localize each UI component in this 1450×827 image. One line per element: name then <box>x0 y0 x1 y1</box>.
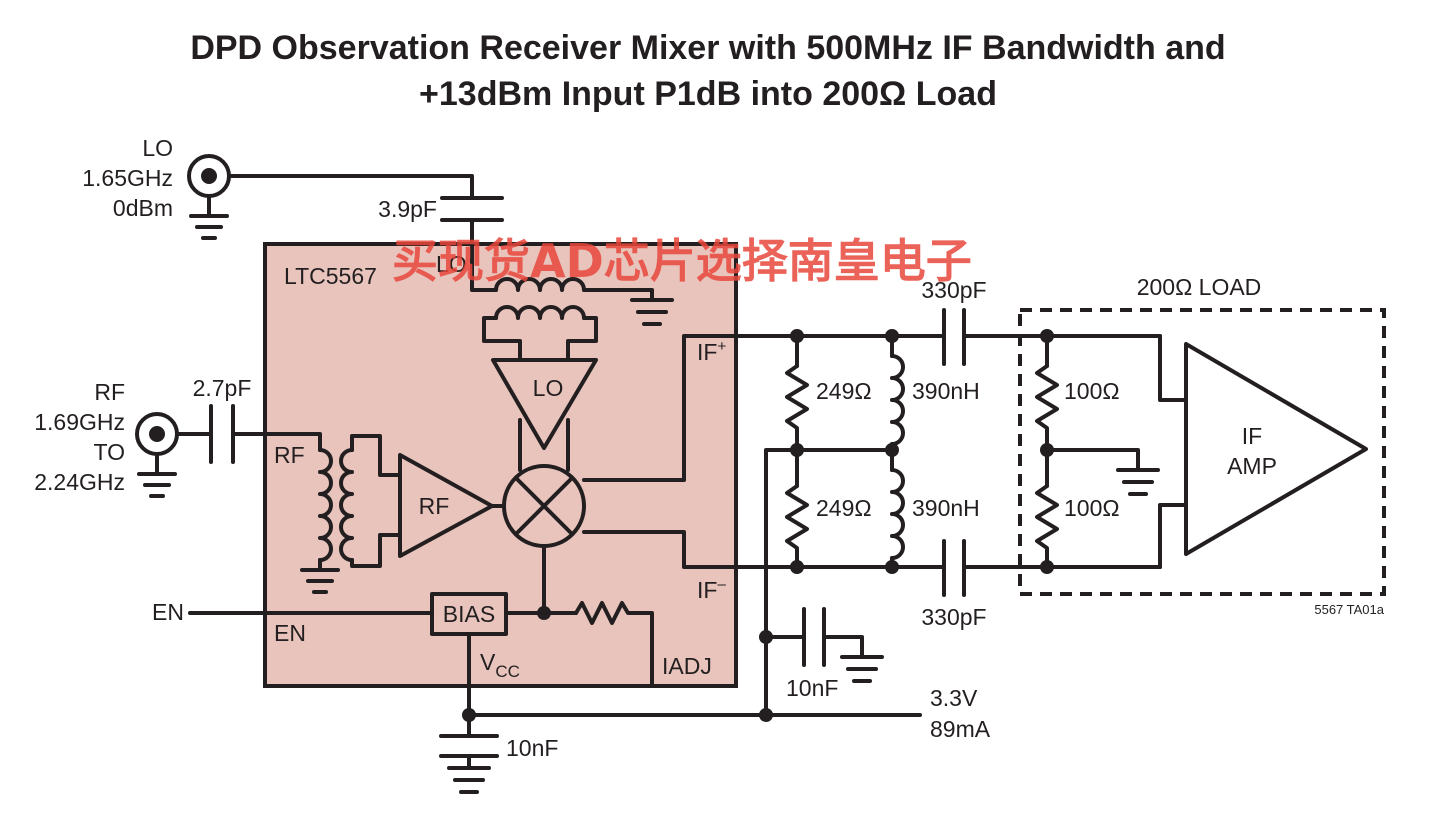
title-line-1: DPD Observation Receiver Mixer with 500M… <box>190 29 1225 67</box>
if-amplifier-label-2: AMP <box>1227 453 1277 479</box>
inductor-top <box>890 334 905 452</box>
rf-source-to: TO <box>93 439 125 465</box>
junction-l-top <box>885 329 899 343</box>
r249-bottom-value: 249Ω <box>816 495 872 521</box>
supply-junction <box>759 708 773 722</box>
bias-block-label: BIAS <box>443 601 495 627</box>
chip-pin-en: EN <box>274 620 306 646</box>
if-cap-bottom-value: 330pF <box>921 604 986 630</box>
rf-source-freq-high: 2.24GHz <box>34 469 125 495</box>
supply-current: 89mA <box>930 716 991 742</box>
rf-capacitor-value: 2.7pF <box>193 375 252 401</box>
mid-bypass-capacitor-value: 10nF <box>786 675 838 701</box>
chip-pin-if-minus: IF– <box>697 576 726 603</box>
if-cap-top <box>942 308 966 366</box>
vcc-bypass-capacitor-value: 10nF <box>506 735 558 761</box>
rf-transformer <box>300 434 402 594</box>
load-r-top-value: 100Ω <box>1064 378 1120 404</box>
if-amplifier <box>1184 342 1368 556</box>
r249-top-value: 249Ω <box>816 378 872 404</box>
lo-transformer <box>470 273 674 362</box>
if-cap-top-value: 330pF <box>921 277 986 303</box>
junction-r249-mid <box>790 443 804 457</box>
rf-amplifier <box>398 453 494 558</box>
supply-voltage: 3.3V <box>930 685 978 711</box>
chip-name: LTC5567 <box>284 263 377 289</box>
chip-pin-vcc: VCC <box>480 649 520 681</box>
mid-bypass-capacitor <box>802 607 884 683</box>
load-r-bottom-value: 100Ω <box>1064 495 1120 521</box>
en-input-label: EN <box>152 599 184 625</box>
junction-r249-top <box>790 329 804 343</box>
rf-connector <box>135 412 179 498</box>
rf-capacitor <box>209 404 235 464</box>
junction-load-bottom <box>1040 560 1054 574</box>
figure-id: 5567 TA01a <box>1314 602 1384 617</box>
rf-source-freq-low: 1.69GHz <box>34 409 125 435</box>
lo-amplifier-label: LO <box>533 375 564 401</box>
lo-capacitor <box>440 184 504 277</box>
title-line-2: +13dBm Input P1dB into 200Ω Load <box>419 75 997 113</box>
chip-pin-iadj: IADJ <box>662 653 712 679</box>
chip-pin-rf: RF <box>274 442 305 468</box>
chip-pin-lo: LO <box>436 251 467 277</box>
if-cap-bottom <box>942 539 966 597</box>
lo-connector <box>187 154 231 240</box>
inductor-bottom-value: 390nH <box>912 495 980 521</box>
vcc-bypass-capacitor <box>439 734 499 794</box>
bias-junction <box>537 606 551 620</box>
rf-wire-to-chip <box>231 432 322 452</box>
r249-bottom <box>785 484 809 569</box>
load-box <box>1018 308 1386 596</box>
lo-source-label: LO <box>142 135 173 161</box>
if-amp-input-minus <box>1158 503 1188 569</box>
load-r-bottom <box>1035 484 1059 569</box>
load-ground <box>1045 448 1160 496</box>
lo-source-frequency: 1.65GHz <box>82 165 173 191</box>
if-plus-line <box>582 334 1162 482</box>
inductor-top-value: 390nH <box>912 378 980 404</box>
chip-pin-if-plus: IF+ <box>697 338 726 365</box>
rf-amplifier-label: RF <box>419 493 450 519</box>
lo-wire <box>227 174 474 188</box>
lo-source-power: 0dBm <box>113 195 173 221</box>
r249-top <box>785 364 809 488</box>
junction-l-bottom <box>885 560 899 574</box>
iadj-resistor <box>574 601 654 688</box>
lo-amplifier <box>491 358 598 450</box>
bias-feed-wire <box>764 448 894 717</box>
junction-load-top <box>1040 329 1054 343</box>
inductor-bottom <box>890 448 905 569</box>
if-amplifier-label-1: IF <box>1242 423 1262 449</box>
load-r-top <box>1035 364 1059 488</box>
if-minus-line <box>582 530 1162 569</box>
watermark-text: 买现货AD芯片选择南皇电子 <box>392 234 972 288</box>
junction-l-mid <box>885 443 899 457</box>
load-label: 200Ω LOAD <box>1137 274 1262 300</box>
junction-r249-bottom <box>790 560 804 574</box>
if-amp-input-plus <box>1158 334 1188 402</box>
lo-capacitor-value: 3.9pF <box>378 196 437 222</box>
rf-source-label: RF <box>94 379 125 405</box>
